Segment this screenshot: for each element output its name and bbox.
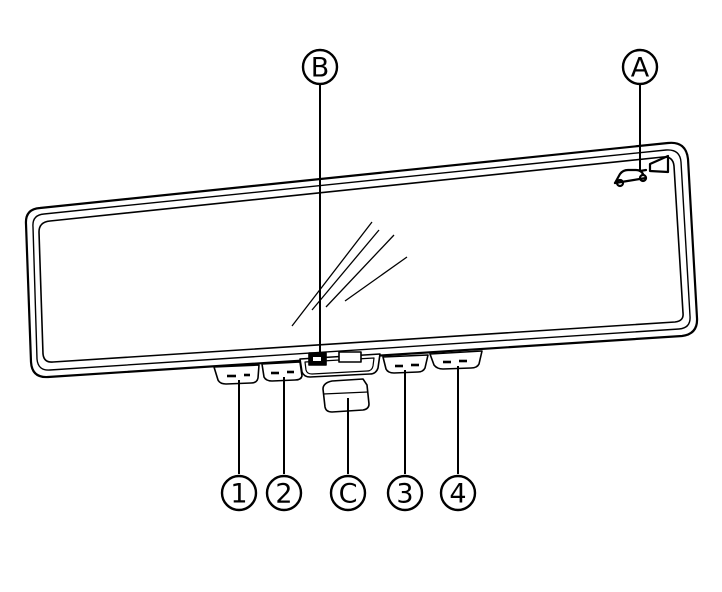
button-3[interactable]	[382, 354, 429, 374]
callout-2-circle	[265, 474, 303, 512]
display-switch-inner	[313, 357, 321, 361]
leader-lines	[238, 84, 641, 474]
mirror-glass-edge	[32, 149, 691, 371]
center-module	[299, 351, 381, 413]
control-buttons	[213, 350, 483, 385]
mirror-outer-frame	[24, 141, 699, 379]
callout-3-circle	[386, 474, 424, 512]
center-window	[338, 351, 362, 363]
mirror-body	[24, 141, 699, 379]
callout-4-circle	[439, 474, 477, 512]
callout-c-circle	[329, 474, 367, 512]
button-2[interactable]	[261, 361, 303, 382]
rear-camera-car-icon	[613, 154, 670, 188]
button-1[interactable]	[213, 364, 260, 385]
button-4[interactable]	[429, 350, 483, 370]
callout-a-label: A	[631, 53, 650, 84]
glass-reflection-lines	[291, 221, 408, 327]
callout-1-label: 1	[230, 479, 247, 510]
callout-3-label: 3	[396, 479, 413, 510]
mirror-glass	[38, 156, 684, 363]
callout-a-circle	[621, 48, 659, 86]
callout-1-circle	[220, 474, 258, 512]
tab-c[interactable]	[322, 378, 370, 413]
callout-c-label: C	[339, 479, 358, 510]
callout-circles	[220, 48, 659, 512]
callout-b-label: B	[311, 53, 330, 84]
callout-4-label: 4	[449, 479, 466, 510]
callout-b-circle	[301, 48, 339, 86]
callout-2-label: 2	[275, 479, 292, 510]
